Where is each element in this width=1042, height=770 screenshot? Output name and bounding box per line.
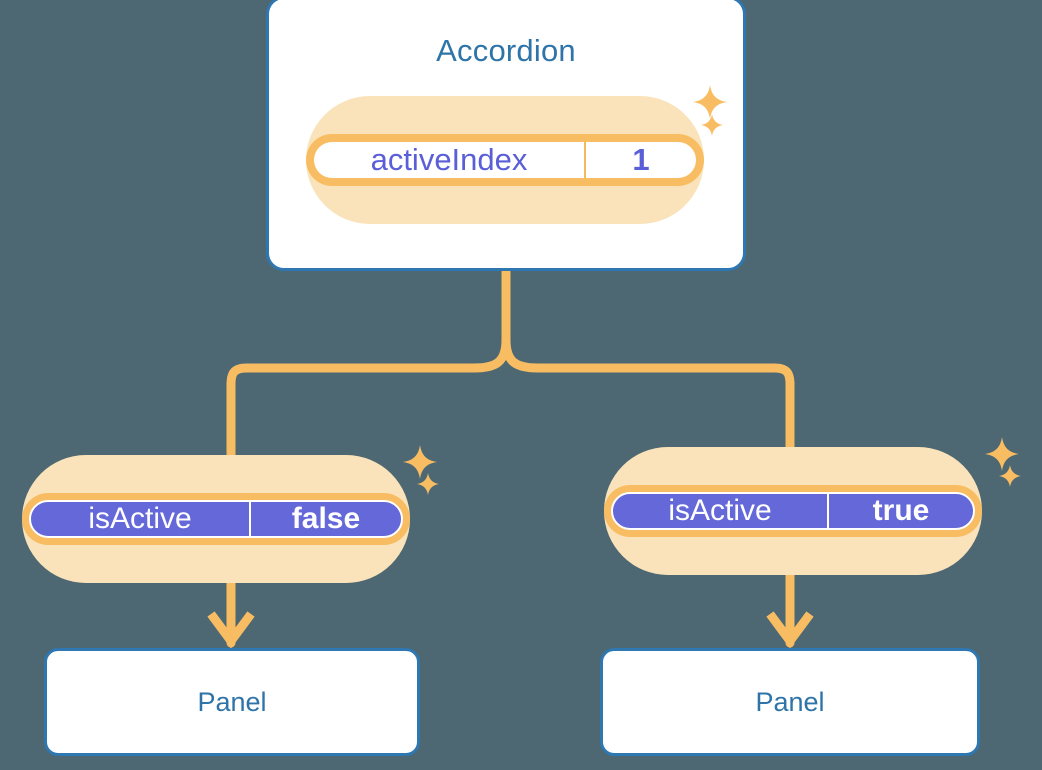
badge-ring: activeIndex 1 bbox=[306, 134, 704, 186]
state-badge-isactive-false[interactable]: isActive false bbox=[22, 455, 410, 583]
badge-ring: isActive false bbox=[22, 493, 410, 545]
badge-ring: isActive true bbox=[604, 485, 982, 537]
state-badge-activeindex[interactable]: activeIndex 1 bbox=[306, 96, 704, 224]
arrow-down-icon-left bbox=[207, 611, 255, 649]
panel-label: Panel bbox=[755, 686, 825, 717]
state-key: isActive bbox=[31, 502, 251, 536]
wire-branch-right bbox=[501, 335, 795, 452]
panel-card-right[interactable]: Panel bbox=[600, 648, 980, 756]
badge-body: isActive false bbox=[29, 500, 403, 538]
state-key: isActive bbox=[613, 494, 829, 528]
panel-label: Panel bbox=[197, 686, 267, 717]
badge-body: isActive true bbox=[611, 492, 975, 530]
state-badge-isactive-true[interactable]: isActive true bbox=[604, 447, 982, 575]
panel-card-left[interactable]: Panel bbox=[44, 648, 420, 756]
page-title: Accordion bbox=[436, 33, 576, 68]
arrow-down-icon-right bbox=[766, 611, 814, 649]
state-value: 1 bbox=[632, 142, 650, 177]
state-value: true bbox=[872, 494, 930, 527]
state-value: false bbox=[291, 502, 361, 535]
state-key: activeIndex bbox=[314, 142, 586, 178]
badge-body: activeIndex 1 bbox=[314, 142, 696, 178]
wire-branch-left bbox=[226, 335, 511, 460]
